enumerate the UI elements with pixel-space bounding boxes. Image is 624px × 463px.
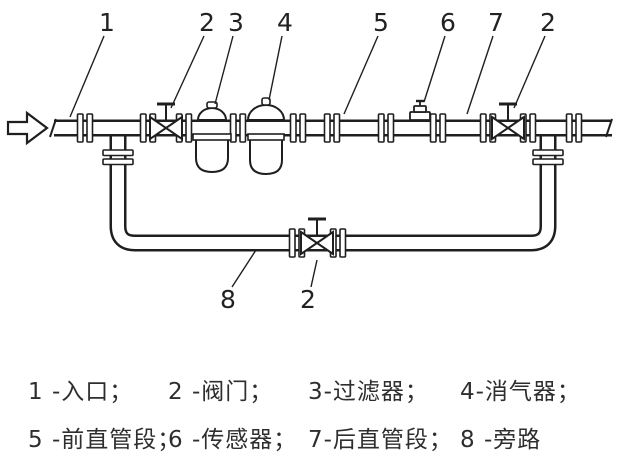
flange (575, 113, 583, 143)
flange (339, 228, 347, 258)
leader-valve-rear (513, 35, 546, 109)
flange (185, 113, 193, 143)
legend-item-front-straight: 5 -前直管段； (28, 427, 182, 453)
sensor-symbol (409, 99, 431, 121)
flange (102, 149, 134, 157)
flange (529, 113, 537, 143)
flange (377, 113, 385, 143)
callout-bypass-valve: 2 (300, 285, 316, 314)
callout-valve-main: 2 (199, 8, 215, 37)
callout-rear-straight: 7 (488, 8, 504, 37)
flange (439, 113, 447, 143)
callout-front-straight: 5 (373, 8, 389, 37)
valve-rear-symbol (491, 102, 525, 141)
flange (479, 113, 487, 143)
main-pipe (49, 118, 613, 138)
callout-filter: 3 (228, 8, 244, 37)
flange (429, 113, 437, 143)
air-eliminator-symbol (246, 97, 286, 176)
sensor-top (413, 105, 427, 113)
pipe-left-end (49, 118, 57, 138)
valve-body (491, 115, 510, 141)
legend-item-sensor: 6 -传感器； (168, 427, 298, 453)
air-eliminator-body (249, 135, 283, 176)
callout-bypass: 8 (220, 285, 236, 314)
flange (387, 113, 395, 143)
flange (333, 113, 341, 143)
flange (139, 113, 147, 143)
legend-item-filter: 3-过滤器； (308, 379, 429, 405)
legend-item-bypass: 8 -旁路 (460, 427, 542, 453)
leader-rear-straight (466, 35, 494, 115)
filter-collar (192, 133, 232, 141)
valve-body (300, 230, 319, 256)
pipe-right-end (605, 118, 613, 138)
leader-air-eliminator (268, 35, 283, 101)
valve-body (164, 115, 183, 141)
piping-diagram: 1 2 3 4 5 6 7 2 8 2 (6, 8, 613, 314)
valve-body (149, 115, 168, 141)
filter-symbol (192, 101, 232, 174)
valve-main-symbol (149, 102, 183, 141)
leader-front-straight (343, 35, 379, 115)
valve-body (506, 115, 525, 141)
sensor-base (409, 111, 431, 121)
flange (288, 228, 296, 258)
flange (532, 158, 564, 166)
callout-air-eliminator: 4 (277, 8, 293, 37)
legend-item-inlet: 1 -入口； (28, 379, 134, 405)
leader-filter (214, 35, 234, 105)
inlet-flow-arrow-icon (6, 110, 49, 146)
flange (102, 158, 134, 166)
flange (239, 113, 247, 143)
flange (532, 149, 564, 157)
air-eliminator-knob (261, 97, 271, 106)
flange (76, 113, 84, 143)
flange (289, 113, 297, 143)
callout-numbers: 1 2 3 4 5 6 7 2 8 2 (99, 8, 556, 314)
filter-cap (196, 107, 228, 121)
air-eliminator-collar (247, 133, 285, 141)
callout-sensor: 6 (440, 8, 456, 37)
valve-body (315, 230, 334, 256)
legend-item-air-eliminator: 4-消气器； (460, 379, 581, 405)
leader-inlet (69, 35, 105, 118)
legend-item-rear-straight: 7-后直管段； (308, 427, 453, 453)
leader-bypass (231, 249, 257, 288)
leader-sensor (423, 35, 446, 103)
callout-leader-lines (69, 35, 546, 288)
legend: 1 -入口； 2 -阀门； 3-过滤器； 4-消气器； 5 -前直管段； 6 -… (28, 372, 608, 454)
legend-item-valve: 2 -阀门； (168, 379, 274, 405)
filter-body (195, 135, 229, 174)
flange (299, 113, 307, 143)
flange (229, 113, 237, 143)
bypass-pipe (109, 128, 557, 252)
leader-valve-main (170, 35, 205, 109)
callout-inlet: 1 (99, 8, 115, 37)
leader-bypass-valve (310, 259, 318, 288)
flange (565, 113, 573, 143)
flange (323, 113, 331, 143)
bypass-valve-symbol (300, 217, 334, 256)
flange (86, 113, 94, 143)
air-eliminator-dome (246, 104, 286, 121)
callout-valve-rear: 2 (540, 8, 556, 37)
tee-collar-flanges (102, 149, 564, 166)
